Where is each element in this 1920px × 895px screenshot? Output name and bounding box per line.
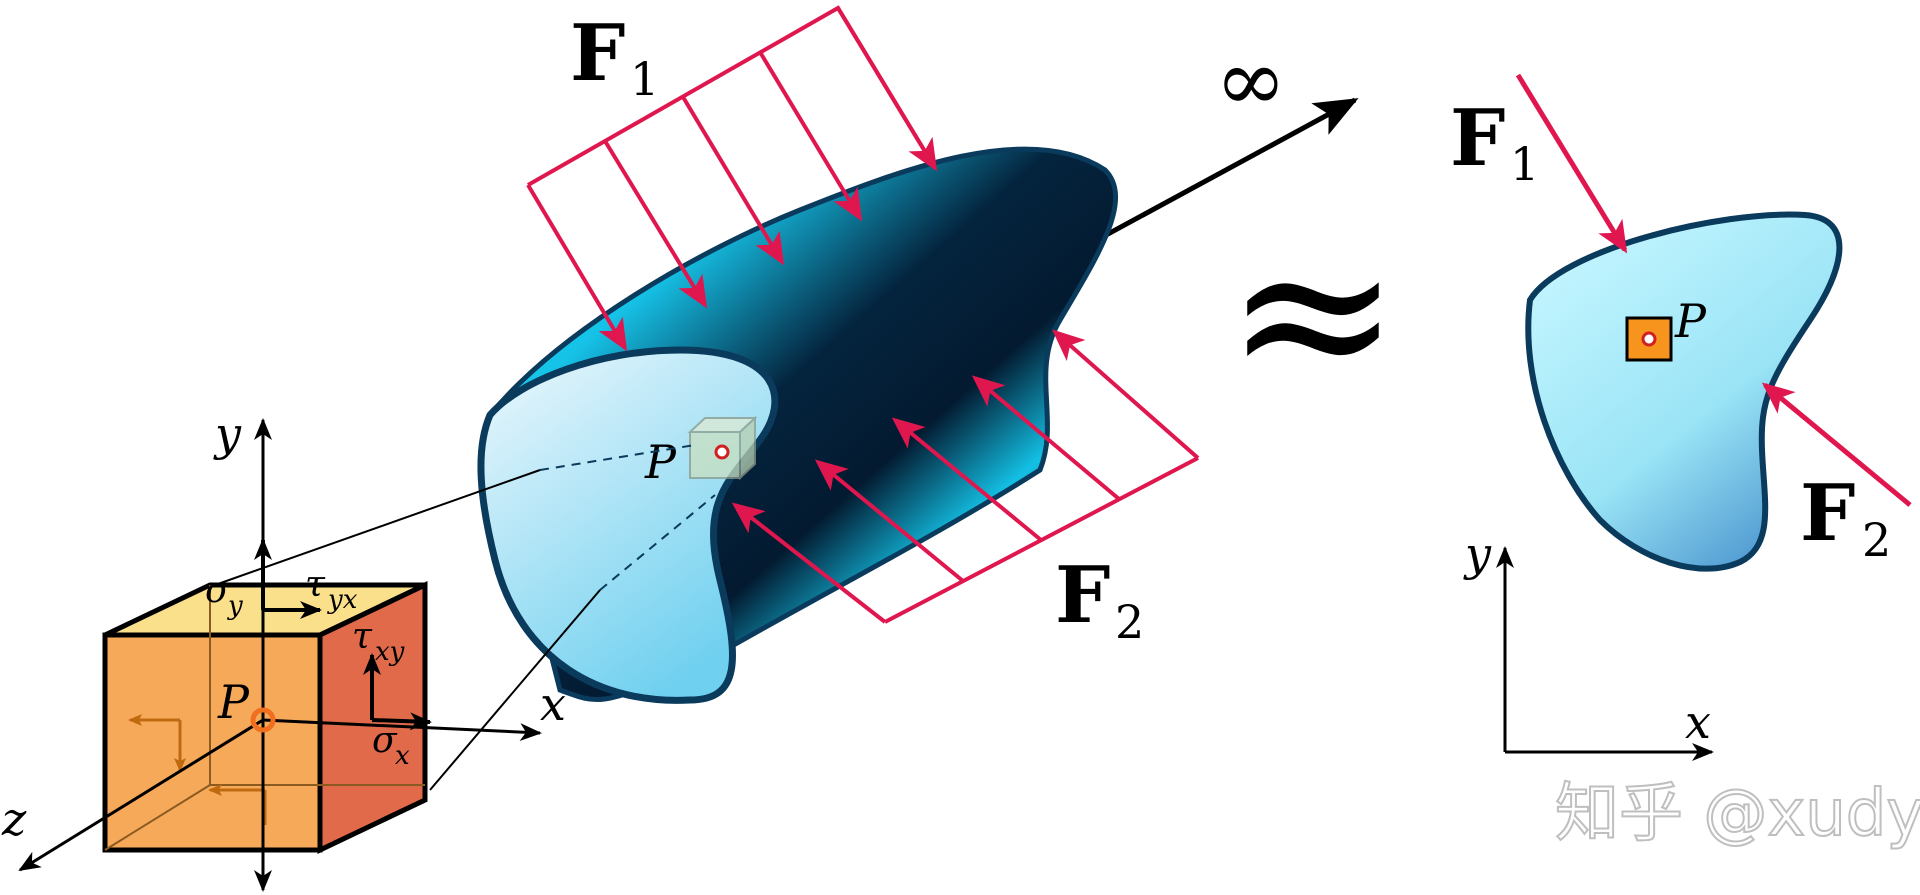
- label-sigma-y: σ y: [205, 570, 243, 621]
- svg-text:2: 2: [1115, 595, 1144, 649]
- cube-point-P: [250, 707, 276, 733]
- point-P-marker: [714, 444, 730, 460]
- svg-text:F: F: [570, 8, 625, 99]
- label-F2-left: F 2: [1055, 550, 1144, 649]
- label-tau-yx: τ yx: [305, 564, 358, 615]
- svg-text:τ: τ: [305, 564, 326, 605]
- stress-arrows: [254, 538, 432, 731]
- load-F1-distributed: [526, 5, 938, 352]
- label-F1-right: F 1: [1450, 93, 1539, 191]
- extruded-body: P: [477, 97, 1359, 704]
- load-F2-outline: [884, 456, 1199, 624]
- label-P-body: P: [644, 435, 677, 489]
- projection-line-top: [214, 469, 541, 586]
- point-load-F2: [1761, 382, 1912, 507]
- label-z-cube: z: [1, 792, 27, 846]
- watermark: 知乎 @xudy: [1555, 777, 1920, 851]
- svg-text:τ: τ: [352, 616, 373, 657]
- point-load-F1: [1515, 73, 1628, 254]
- label-F2-right: F 2: [1800, 468, 1891, 567]
- label-sigma-x: σ x: [372, 720, 410, 771]
- load-F2-distributed: [731, 329, 1200, 624]
- label-x-section: x: [1685, 695, 1711, 749]
- label-y-cube: y: [213, 407, 242, 461]
- projection-line-bottom: [429, 589, 601, 791]
- label-P-cube: P: [217, 675, 250, 729]
- label-P-section: P: [1674, 294, 1707, 348]
- svg-text:σ: σ: [372, 720, 398, 761]
- approx-symbol: ≈: [1225, 190, 1401, 435]
- cube-z-axis: [18, 718, 264, 872]
- svg-text:F: F: [1055, 550, 1110, 641]
- section-axes: [1496, 546, 1714, 761]
- svg-text:x: x: [395, 741, 410, 771]
- embedded-element-P: [687, 415, 758, 481]
- label-tau-xy: τ xy: [352, 616, 405, 667]
- svg-text:σ: σ: [205, 570, 231, 611]
- projection-dash-2: [599, 494, 716, 591]
- section-shape: [1525, 211, 1843, 572]
- label-y-section: y: [1463, 527, 1492, 581]
- label-x-cube: x: [540, 677, 566, 731]
- section-point-P: [1641, 331, 1657, 347]
- svg-text:y: y: [227, 591, 243, 621]
- cube-x-axis: [262, 718, 542, 742]
- label-infinity: ∞: [1215, 31, 1287, 131]
- svg-text:F: F: [1800, 468, 1855, 559]
- svg-text:2: 2: [1862, 513, 1891, 567]
- svg-text:F: F: [1450, 93, 1505, 184]
- label-F1-left: F 1: [570, 8, 659, 106]
- cube-front-face: [102, 632, 323, 853]
- projection-dash-1: [539, 444, 696, 471]
- sigma-x-arrow: [371, 712, 432, 731]
- svg-text:xy: xy: [375, 637, 405, 667]
- svg-text:yx: yx: [327, 585, 358, 615]
- svg-text:1: 1: [1510, 137, 1539, 191]
- stress-element-cube: [102, 581, 428, 854]
- cross-section-2d: P: [1515, 73, 1912, 572]
- svg-text:1: 1: [630, 52, 659, 106]
